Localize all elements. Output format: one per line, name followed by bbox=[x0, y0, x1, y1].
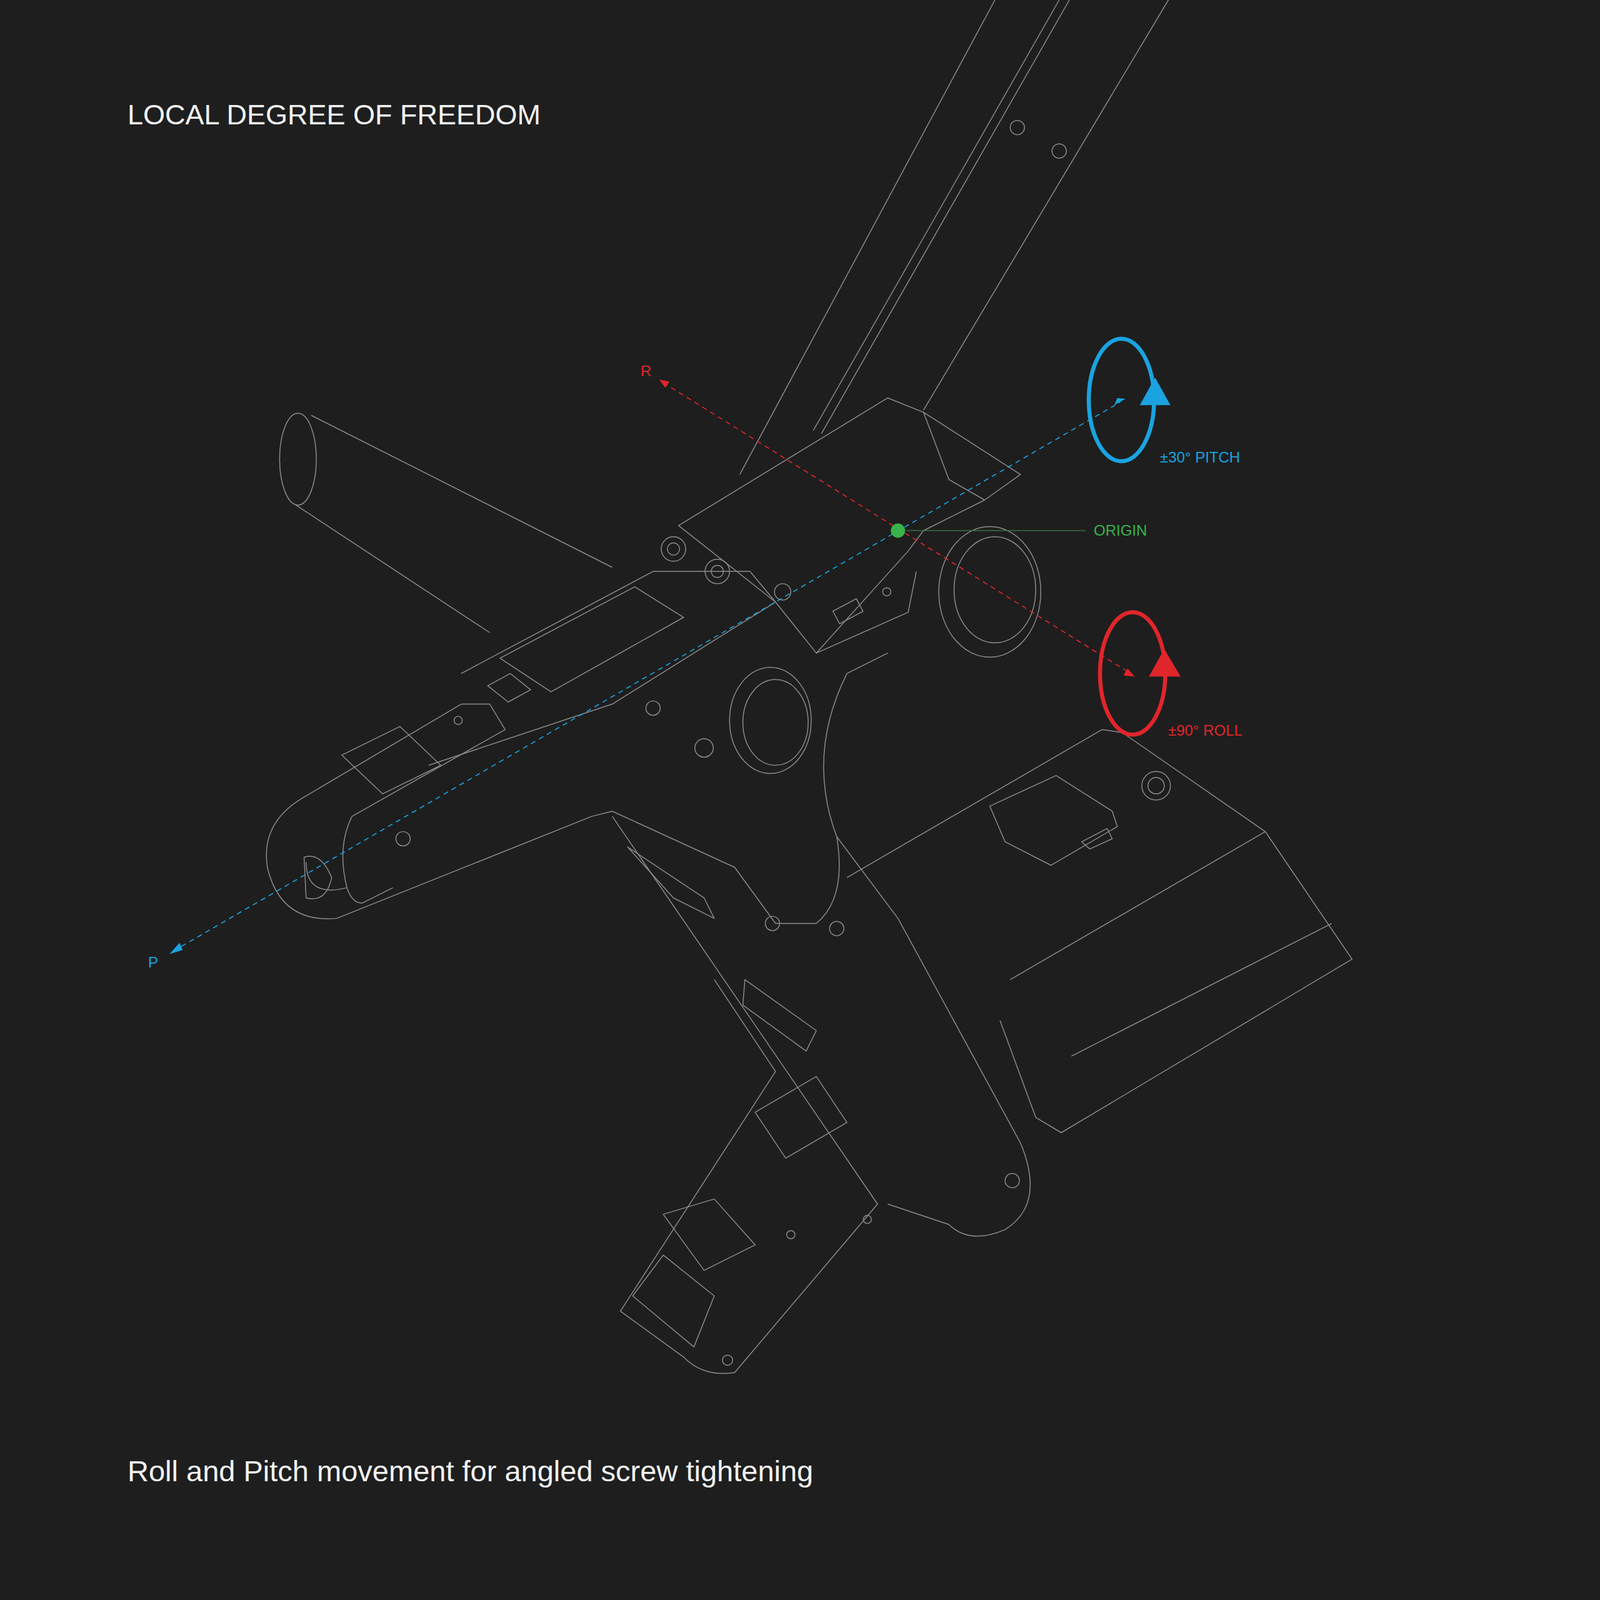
device-outline-part bbox=[836, 836, 1031, 1237]
device-outline-part bbox=[279, 413, 317, 505]
device-outline-part bbox=[774, 583, 791, 600]
device-outline-part bbox=[938, 526, 1041, 657]
device-outline-part bbox=[821, 0, 1070, 434]
pitch-axis-part bbox=[173, 401, 1121, 951]
device-outline-part bbox=[454, 716, 463, 725]
device-outline-part bbox=[645, 701, 660, 716]
device-outline-part bbox=[882, 587, 891, 596]
device-outline-part bbox=[612, 816, 878, 1374]
device-outline-part bbox=[816, 571, 917, 654]
origin-marker-part bbox=[906, 530, 1086, 531]
device-outline-part bbox=[632, 1255, 715, 1347]
device-outline-part bbox=[743, 679, 809, 765]
device-outline-part bbox=[591, 653, 888, 924]
device-outline-part bbox=[729, 667, 812, 774]
device-outline-part bbox=[863, 1215, 872, 1224]
page-caption: Roll and Pitch movement for angled screw… bbox=[127, 1453, 814, 1489]
device-outline-part bbox=[306, 704, 505, 889]
page-title: LOCAL DEGREE OF FREEDOM bbox=[127, 98, 541, 132]
device-outline-part bbox=[663, 1198, 755, 1270]
device-outline-part bbox=[1071, 923, 1332, 1057]
device-outline-part bbox=[755, 1076, 847, 1159]
device-outline-part bbox=[1010, 120, 1025, 135]
roll-axis-part bbox=[1148, 648, 1181, 677]
device-outline-part bbox=[743, 979, 817, 1051]
device-outline-part bbox=[1081, 828, 1113, 850]
device-outline-part bbox=[428, 571, 776, 765]
origin-marker-part bbox=[890, 523, 905, 539]
origin-marker bbox=[890, 523, 1086, 539]
device-outline-part bbox=[923, 0, 1169, 410]
device-outline-part bbox=[833, 598, 864, 624]
device-outline bbox=[266, 0, 1352, 1374]
device-outline-part bbox=[695, 738, 714, 757]
device-outline-part bbox=[1148, 777, 1165, 794]
device-outline-part bbox=[786, 1230, 795, 1239]
pitch-axis bbox=[169, 338, 1171, 954]
rotation-label: ±90° ROLL bbox=[1168, 721, 1243, 740]
device-outline-part bbox=[341, 726, 441, 794]
pitch-axis-part bbox=[1114, 398, 1126, 405]
device-outline-part bbox=[990, 775, 1118, 866]
roll-axis-part bbox=[663, 382, 1131, 674]
device-outline-part bbox=[813, 0, 1059, 431]
roll-axis bbox=[659, 379, 1181, 735]
device-outline-part bbox=[395, 831, 410, 847]
device-outline-part bbox=[765, 916, 780, 931]
device-outline-part bbox=[722, 1355, 733, 1365]
device-outline-part bbox=[304, 856, 332, 899]
axis-label: P bbox=[148, 953, 159, 972]
device-outline-part bbox=[954, 536, 1037, 644]
device-outline-part bbox=[266, 795, 592, 919]
rotation-label: ±30° PITCH bbox=[1160, 448, 1240, 467]
device-outline-part bbox=[500, 586, 684, 692]
device-outline-part bbox=[346, 887, 393, 903]
device-outline-part bbox=[678, 398, 1021, 654]
device-outline-part bbox=[923, 412, 985, 500]
device-outline-part bbox=[740, 0, 995, 475]
device-outline-part bbox=[1005, 1173, 1020, 1189]
origin-label: ORIGIN bbox=[1093, 521, 1147, 540]
roll-axis-part bbox=[659, 379, 670, 388]
device-outline-part bbox=[829, 921, 844, 936]
device-outline-part bbox=[661, 536, 686, 562]
device-outline-part bbox=[1051, 143, 1067, 159]
device-outline-part bbox=[667, 543, 680, 556]
device-outline-part bbox=[1010, 831, 1265, 980]
roll-axis-part bbox=[1123, 668, 1135, 677]
axis-label: R bbox=[640, 362, 652, 380]
device-outline-part bbox=[846, 729, 1352, 1133]
device-outline-part bbox=[295, 505, 490, 633]
pitch-axis-part bbox=[169, 943, 183, 955]
device-outline-part bbox=[487, 673, 531, 703]
device-outline-part bbox=[306, 862, 347, 890]
pitch-axis-part bbox=[1140, 377, 1171, 405]
device-outline-part bbox=[1141, 771, 1171, 800]
